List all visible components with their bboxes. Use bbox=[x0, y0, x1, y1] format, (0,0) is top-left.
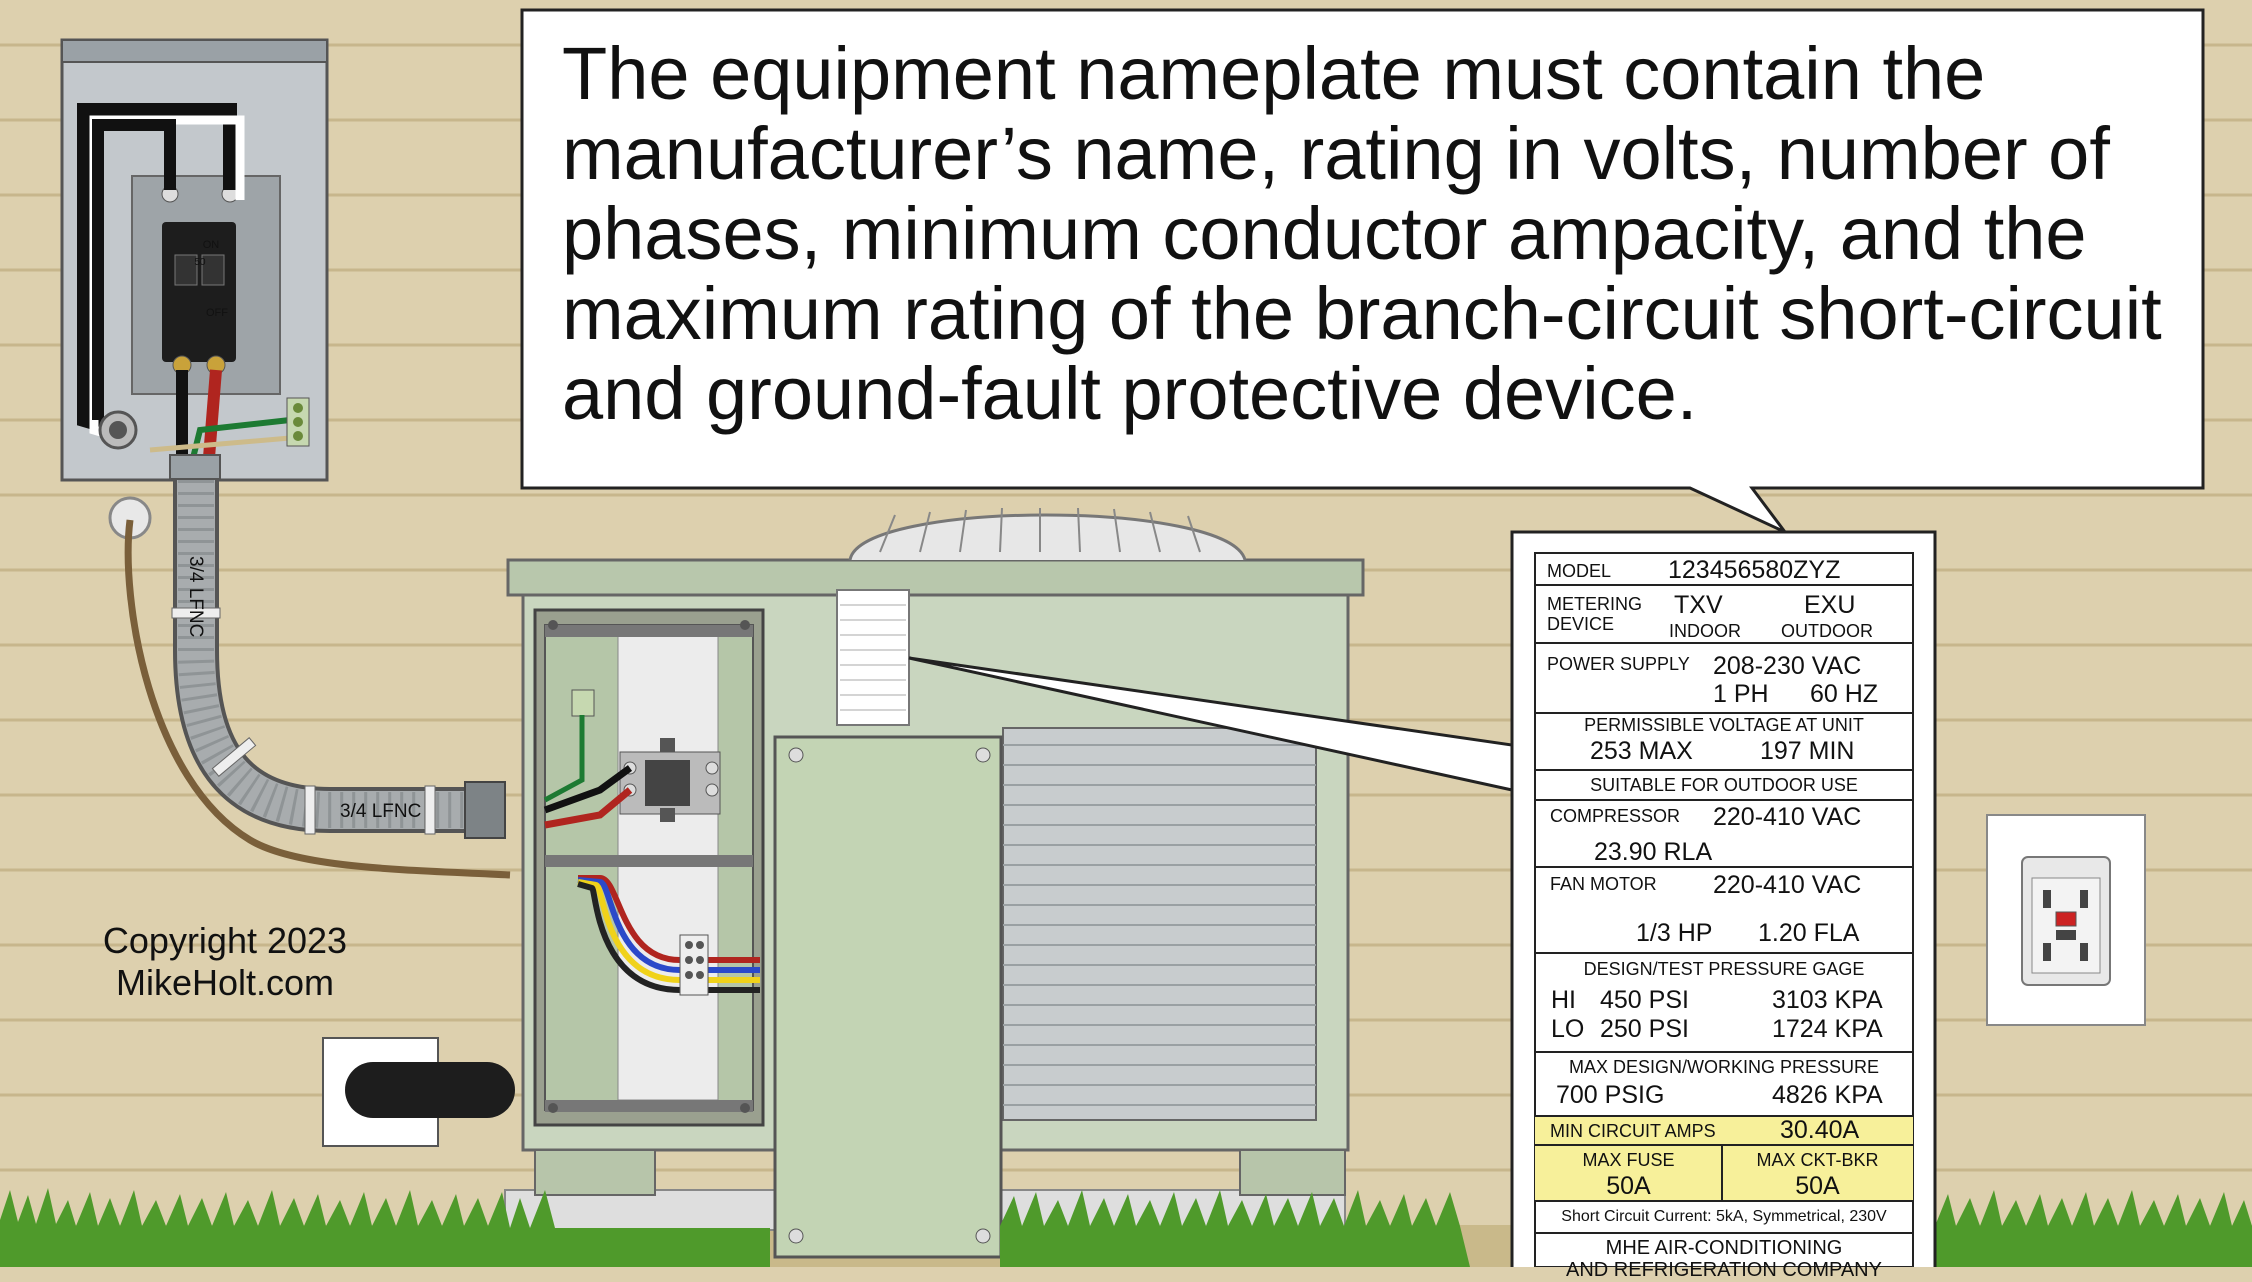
np-metering-label-1: METERING bbox=[1547, 594, 1643, 614]
np-max-kpa: 4826 KPA bbox=[1772, 1081, 1883, 1109]
np-model-value: 123456580ZYZ bbox=[1668, 556, 1841, 584]
np-metering-label-2: DEVICE bbox=[1547, 614, 1615, 634]
np-fan-hp: 1/3 HP bbox=[1636, 919, 1713, 947]
np-hi-kpa: 3103 KPA bbox=[1772, 986, 1883, 1014]
np-max-fuse-label: MAX FUSE bbox=[1582, 1150, 1675, 1170]
two-pole-breaker: ON 50 OFF bbox=[161, 185, 239, 375]
np-power-supply-phase: 1 PH bbox=[1713, 680, 1769, 708]
unit-electrical-compartment bbox=[533, 608, 765, 1127]
gfci-receptacle bbox=[1986, 814, 2146, 1026]
breaker-on-label: ON bbox=[203, 239, 220, 251]
np-power-supply-voltage: 208-230 VAC bbox=[1713, 652, 1862, 680]
breaker-rating-label: 50 bbox=[194, 257, 206, 268]
speech-bubble bbox=[520, 8, 2205, 534]
np-permissible-min: 197 MIN bbox=[1760, 737, 1855, 765]
np-manufacturer-2: AND REFRIGERATION COMPANY bbox=[1566, 1259, 1882, 1281]
np-lo-kpa: 1724 KPA bbox=[1772, 1015, 1883, 1043]
np-fan-fla: 1.20 FLA bbox=[1758, 919, 1860, 947]
np-design-label: DESIGN/TEST PRESSURE GAGE bbox=[1583, 959, 1865, 979]
np-max-design-label: MAX DESIGN/WORKING PRESSURE bbox=[1568, 1057, 1880, 1077]
np-outdoor-use: SUITABLE FOR OUTDOOR USE bbox=[1590, 775, 1858, 795]
np-max-ckt-value: 50A bbox=[1795, 1172, 1840, 1200]
copyright-site: MikeHolt.com bbox=[115, 962, 335, 1003]
np-min-circuit-label: MIN CIRCUIT AMPS bbox=[1550, 1121, 1716, 1141]
np-lo-psi: 250 PSI bbox=[1600, 1015, 1689, 1043]
np-permissible-max: 253 MAX bbox=[1590, 737, 1693, 765]
copyright-line: Copyright 2023 bbox=[102, 920, 348, 961]
np-fan-label: FAN MOTOR bbox=[1550, 874, 1657, 894]
np-power-supply-label: POWER SUPPLY bbox=[1547, 654, 1690, 674]
np-outdoor-label: OUTDOOR bbox=[1781, 621, 1873, 641]
np-max-psig: 700 PSIG bbox=[1556, 1081, 1665, 1109]
np-power-supply-freq: 60 HZ bbox=[1810, 680, 1879, 708]
np-hi-label: HI bbox=[1551, 986, 1576, 1014]
np-short-circuit: Short Circuit Current: 5kA, Symmetrical,… bbox=[1561, 1208, 1887, 1225]
np-model-label: MODEL bbox=[1547, 561, 1612, 581]
np-min-circuit-value: 30.40A bbox=[1780, 1116, 1860, 1144]
copyright-notice: Copyright 2023 MikeHolt.com bbox=[70, 920, 380, 1004]
disconnect-enclosure: ON 50 OFF bbox=[60, 38, 329, 482]
np-lo-label: LO bbox=[1551, 1015, 1585, 1043]
np-compressor-label: COMPRESSOR bbox=[1550, 806, 1681, 826]
refrigerant-line-sleeve bbox=[322, 1037, 515, 1147]
np-permissible-label: PERMISSIBLE VOLTAGE AT UNIT bbox=[1584, 715, 1864, 735]
lfnc-conduit: 3/4 LFNC 3/4 LFNC bbox=[171, 480, 506, 839]
np-manufacturer-1: MHE AIR-CONDITIONING bbox=[1605, 1237, 1843, 1259]
np-compressor-voltage: 220-410 VAC bbox=[1713, 803, 1862, 831]
nameplate-card bbox=[1510, 530, 1937, 1267]
np-outdoor-value: EXU bbox=[1804, 591, 1856, 619]
conduit-label-horizontal: 3/4 LFNC bbox=[340, 801, 421, 822]
breaker-off-label: OFF bbox=[206, 307, 228, 319]
np-max-fuse-value: 50A bbox=[1606, 1172, 1651, 1200]
np-compressor-rla: 23.90 RLA bbox=[1594, 838, 1713, 866]
np-hi-psi: 450 PSI bbox=[1600, 986, 1689, 1014]
grass bbox=[0, 1188, 2252, 1267]
conduit-label-vertical: 3/4 LFNC bbox=[185, 556, 206, 637]
np-indoor-value: TXV bbox=[1674, 591, 1723, 619]
callout-text: The equipment nameplate must contain the… bbox=[562, 32, 2162, 435]
np-max-ckt-label: MAX CKT-BKR bbox=[1756, 1150, 1879, 1170]
np-indoor-label: INDOOR bbox=[1669, 621, 1741, 641]
np-fan-voltage: 220-410 VAC bbox=[1713, 871, 1862, 899]
